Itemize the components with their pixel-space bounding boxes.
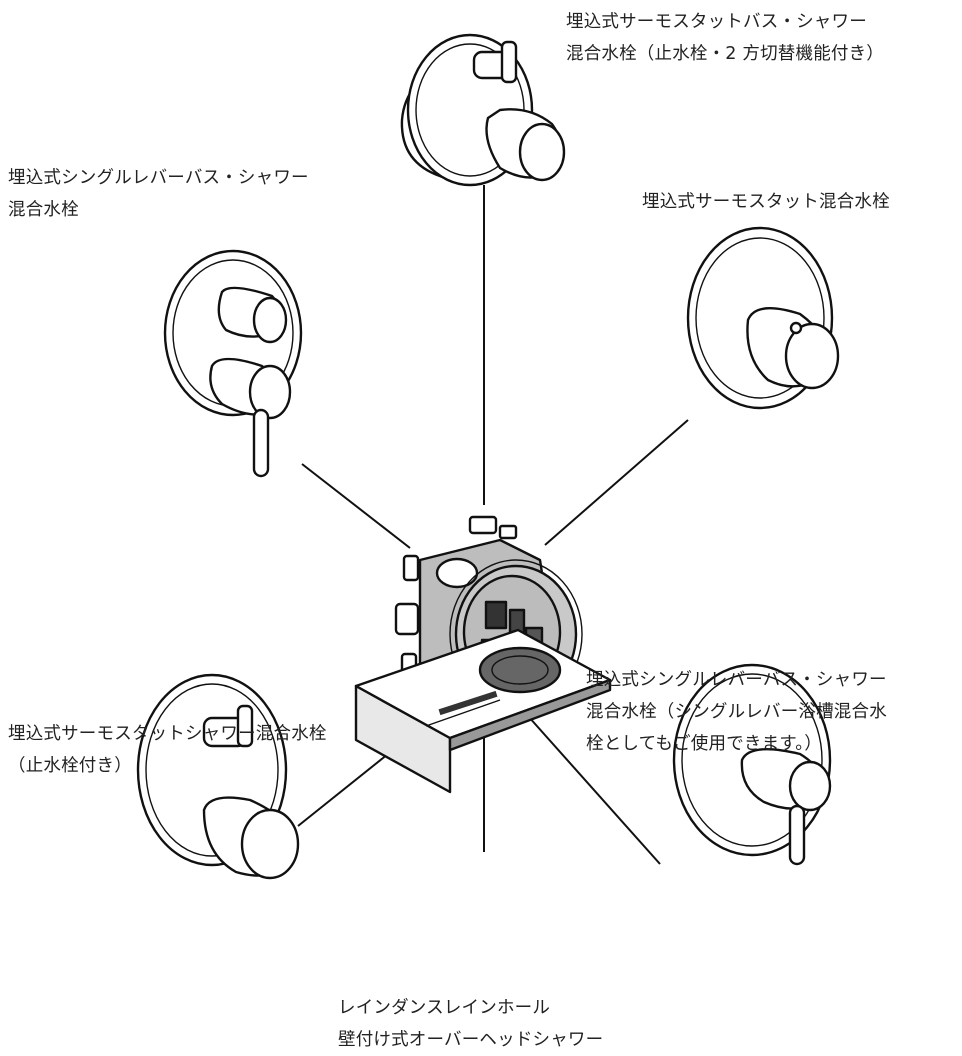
label-thermostatic-bath-shower-mixer: 埋込式サーモスタットバス・シャワー 混合水栓（止水栓・2 方切替機能付き）: [566, 6, 884, 70]
thermostatic-bath-shower-mixer-image: [400, 33, 566, 187]
single-lever-bath-mixer-image: [672, 663, 832, 866]
label-line: 壁付け式オーバーヘッドシャワー: [338, 1030, 604, 1050]
label-line: 埋込式シングルレバーバス・シャワー: [8, 168, 309, 188]
label-single-lever-bath-mixer-right: 埋込式シングルレバーバス・シャワー 混合水栓（シングルレバー浴槽混合水 栓として…: [586, 664, 887, 760]
label-line: 埋込式シングルレバーバス・シャワー: [586, 670, 887, 690]
label-line: レインダンスレインホール: [338, 998, 551, 1018]
label-thermostatic-mixer: 埋込式サーモスタット混合水栓: [642, 186, 890, 218]
thermostatic-shower-mixer-image: [136, 673, 300, 880]
single-lever-bath-shower-mixer-image: [163, 249, 303, 478]
label-line: 埋込式サーモスタット混合水栓: [642, 192, 890, 212]
label-thermostatic-shower-mixer: 埋込式サーモスタットシャワー混合水栓 （止水栓付き）: [8, 718, 327, 782]
label-line: 混合水栓（止水栓・2 方切替機能付き）: [566, 44, 884, 64]
label-line: 埋込式サーモスタットバス・シャワー: [566, 12, 867, 32]
label-line: （止水栓付き）: [8, 756, 132, 776]
label-line: 混合水栓（シングルレバー浴槽混合水: [586, 702, 887, 722]
label-line: 栓としてもご使用できます。）: [586, 734, 822, 754]
label-rain-shower-head: レインダンスレインホール 壁付け式オーバーヘッドシャワー: [338, 992, 603, 1056]
rain-shower-head-image: [354, 628, 612, 794]
label-single-lever-bath-shower-mixer: 埋込式シングルレバーバス・シャワー 混合水栓: [8, 162, 309, 226]
label-line: 埋込式サーモスタットシャワー混合水栓: [8, 724, 327, 744]
thermostatic-mixer-image: [686, 226, 840, 410]
label-line: 混合水栓: [8, 200, 79, 220]
